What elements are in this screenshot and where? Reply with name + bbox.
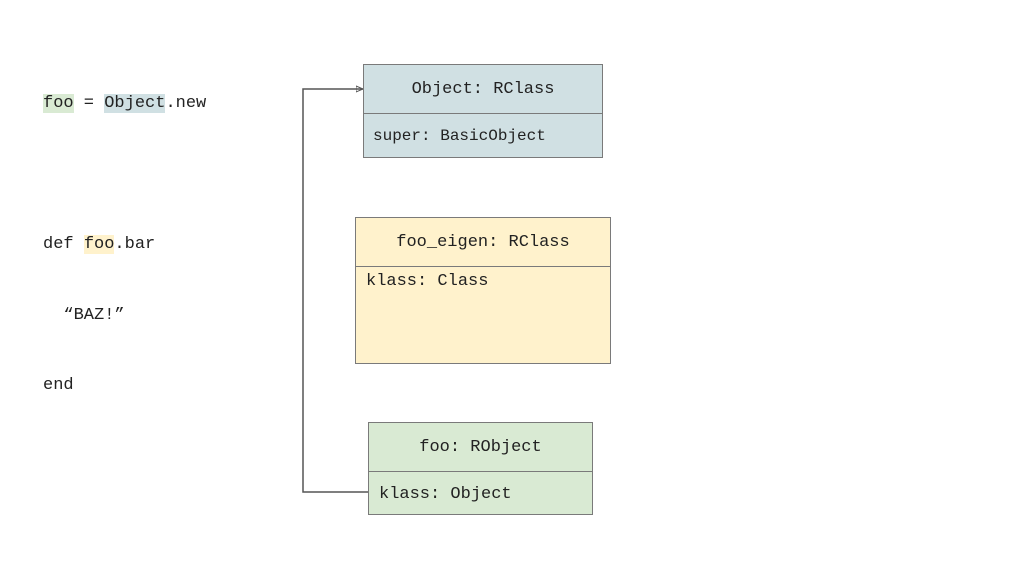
code-receiver-foo: foo xyxy=(83,235,115,254)
foo-robject-box: foo: RObject klass: Object xyxy=(368,422,593,515)
code-line-def: def foo.bar xyxy=(43,233,206,257)
eigen-box-title: foo_eigen: RClass xyxy=(356,218,610,267)
pointer-line xyxy=(302,89,368,493)
code-snippet: foo = Object.new def foo.bar “BAZ!” end xyxy=(43,45,206,421)
foo-eigen-rclass-box: foo_eigen: RClass klass: Class xyxy=(355,217,611,364)
foo-box-klass-field: klass: Object xyxy=(379,485,512,504)
code-method-name: .bar xyxy=(114,235,156,254)
code-line-body: “BAZ!” xyxy=(43,305,125,325)
object-box-super-field: super: BasicObject xyxy=(373,127,546,145)
code-assign-op: = xyxy=(73,94,105,113)
code-new-call: .new xyxy=(165,94,207,113)
code-class-object: Object xyxy=(104,94,166,113)
code-var-foo: foo xyxy=(43,94,74,113)
object-box-title: Object: RClass xyxy=(364,65,602,114)
code-line-end: end xyxy=(43,376,74,395)
code-line-assign: foo = Object.new xyxy=(43,92,206,116)
foo-box-title: foo: RObject xyxy=(369,423,592,472)
object-rclass-box: Object: RClass super: BasicObject xyxy=(363,64,603,158)
eigen-box-klass-field: klass: Class xyxy=(366,272,489,291)
code-def-keyword: def xyxy=(43,235,84,254)
